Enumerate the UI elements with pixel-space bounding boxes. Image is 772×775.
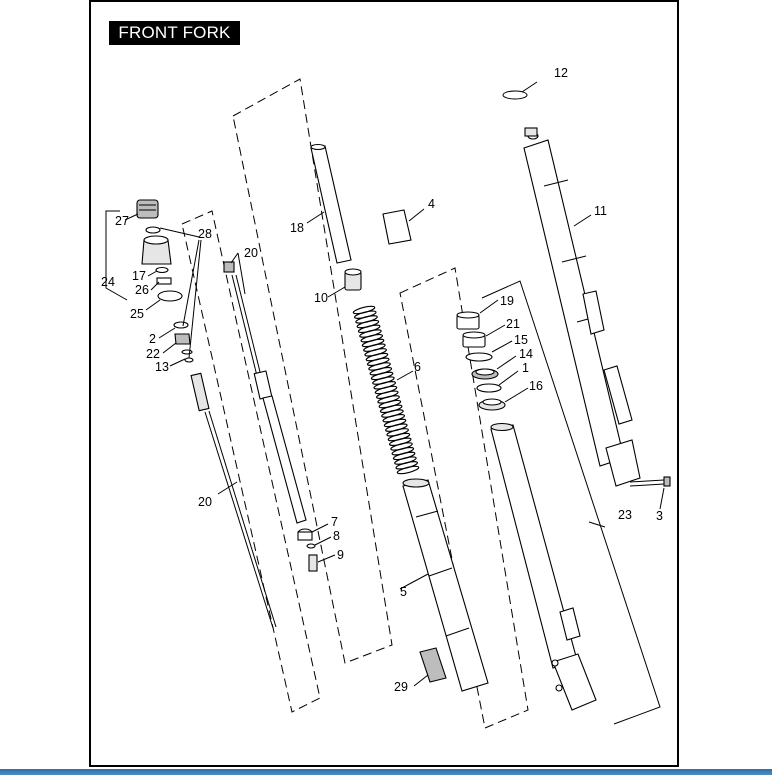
part-label-7: 7 — [331, 515, 338, 529]
ring-1 — [476, 383, 502, 393]
part-label-8: 8 — [333, 529, 340, 543]
leader-lines — [124, 81, 665, 687]
guard-29 — [419, 647, 447, 683]
part-label-28: 28 — [198, 227, 212, 241]
bolt-3 — [629, 476, 671, 487]
bushing-19 — [456, 311, 480, 330]
ring-25 — [157, 290, 183, 302]
outer-fork-11 — [523, 127, 641, 487]
damper-rod-middle — [223, 261, 307, 524]
part-label-12: 12 — [554, 66, 568, 80]
part-label-16: 16 — [529, 379, 543, 393]
group-outline-cap-assembly — [181, 210, 321, 713]
clip-26 — [156, 277, 172, 285]
fork-cap-27 — [136, 199, 159, 219]
part-label-23: 23 — [618, 508, 632, 522]
part-label-17: 17 — [132, 269, 146, 283]
nut-22 — [174, 333, 191, 345]
part-label-10: 10 — [314, 291, 328, 305]
part-label-5: 5 — [400, 585, 407, 599]
rod-end-parts — [297, 528, 318, 572]
part-label-11: 11 — [594, 204, 607, 218]
dust-seal-16 — [478, 398, 506, 411]
part-label-27: 27 — [115, 214, 129, 228]
washer-13 — [181, 349, 193, 355]
washer-17 — [155, 266, 169, 274]
bushing-10 — [344, 268, 362, 291]
part-label-2: 2 — [149, 332, 156, 346]
bracket-24 — [105, 210, 128, 301]
part-label-3: 3 — [656, 509, 663, 523]
part-label-18: 18 — [290, 221, 304, 235]
part-label-20-top: 20 — [244, 246, 258, 260]
part-label-15: 15 — [514, 333, 528, 347]
washer-15 — [465, 352, 493, 362]
part-label-13: 13 — [155, 360, 169, 374]
fork-slider-23 — [490, 422, 597, 711]
part-label-6: 6 — [414, 360, 421, 374]
diagram-frame — [89, 0, 679, 767]
diagram-title: FRONT FORK — [109, 21, 240, 45]
spring-6 — [352, 305, 420, 475]
part-label-20-bottom: 20 — [198, 495, 212, 509]
o-ring-12 — [502, 90, 528, 100]
group-outline-damper — [232, 78, 393, 664]
part-label-1: 1 — [522, 361, 529, 375]
part-label-24: 24 — [101, 275, 115, 289]
part-label-26: 26 — [135, 283, 149, 297]
seal-14 — [471, 368, 499, 380]
part-label-22: 22 — [146, 347, 160, 361]
cap-nut — [141, 235, 172, 265]
inner-tube-5 — [402, 478, 489, 692]
plate-4 — [382, 209, 412, 245]
part-label-4: 4 — [428, 197, 435, 211]
o-ring-28 — [145, 226, 161, 234]
tube-18 — [310, 143, 352, 264]
part-label-9: 9 — [337, 548, 344, 562]
bracket-23 — [481, 280, 661, 725]
part-label-19: 19 — [500, 294, 514, 308]
part-label-29: 29 — [394, 680, 408, 694]
washer-2 — [173, 321, 189, 329]
bushing-21 — [462, 331, 486, 348]
o-ring-13b — [184, 357, 194, 363]
window-bottom-bar — [0, 769, 772, 775]
part-label-21: 21 — [506, 317, 520, 331]
part-label-14: 14 — [519, 347, 533, 361]
part-label-25: 25 — [130, 307, 144, 321]
damper-rod-left — [190, 372, 277, 629]
